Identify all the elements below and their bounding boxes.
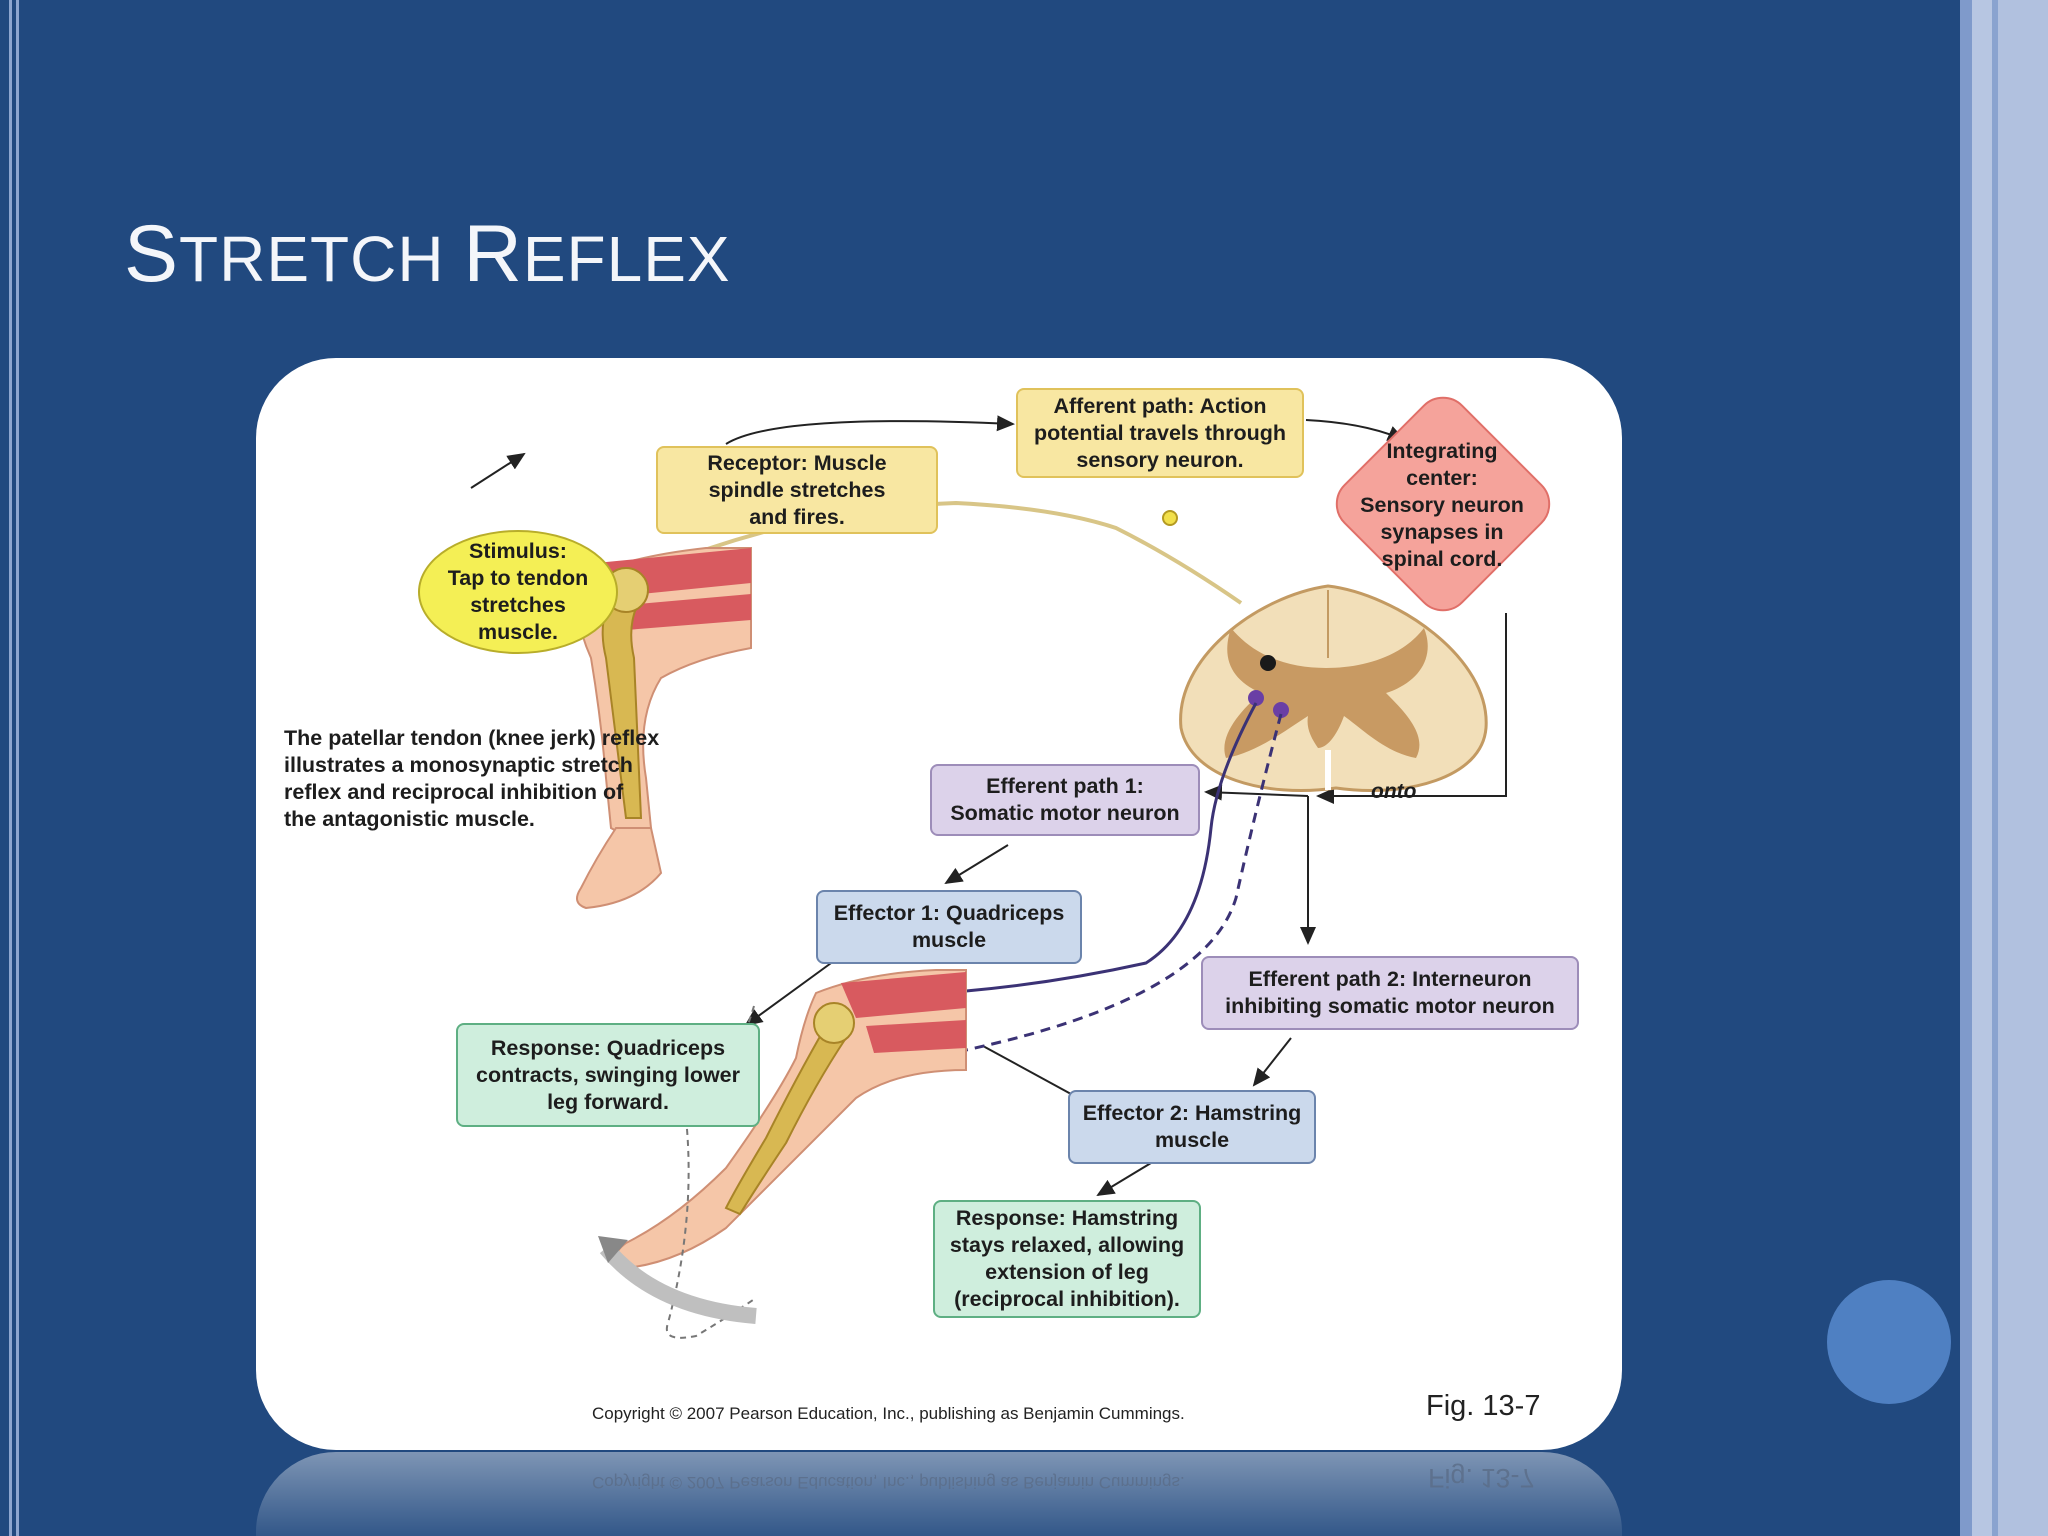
diagram-panel: Stimulus: Tap to tendon stretches muscle… <box>256 358 1622 1450</box>
swing-arrow <box>599 1242 757 1324</box>
effector-2-label: Effector 2: Hamstring muscle <box>1068 1090 1316 1164</box>
panel-reflection: Copyright © 2007 Pearson Education, Inc.… <box>256 1452 1622 1536</box>
left-border-line <box>16 0 19 1536</box>
effector-1-label: Effector 1: Quadriceps muscle <box>816 890 1082 964</box>
integrating-center-label: Integrating center: Sensory neuron synap… <box>1360 439 1524 571</box>
copyright-text: Copyright © 2007 Pearson Education, Inc.… <box>592 1404 1185 1423</box>
arrow <box>1316 613 1507 804</box>
arrow <box>944 844 1009 885</box>
arrow <box>1204 784 1309 801</box>
afferent-path-label: Afferent path: Action potential travels … <box>1016 388 1304 478</box>
efferent-path-1-label: Efferent path 1: Somatic motor neuron <box>930 764 1200 836</box>
hamstring-muscle-upper <box>616 594 751 630</box>
arrow <box>470 452 526 489</box>
reflected-figure-number: Fig. 13-7 <box>1428 1463 1535 1493</box>
action-potential-spark <box>1162 510 1178 526</box>
response-1-label: Response: Quadriceps contracts, swinging… <box>456 1023 760 1127</box>
decorative-circle <box>1827 1280 1951 1404</box>
arrow <box>1096 1162 1152 1197</box>
arrow <box>744 957 839 1027</box>
stimulus-label: Stimulus: Tap to tendon stretches muscle… <box>418 530 618 654</box>
arrow <box>725 415 1015 445</box>
efferent-path-2-label: Efferent path 2: Interneuron inhibiting … <box>1201 956 1579 1030</box>
response-2-label: Response: Hamstring stays relaxed, allow… <box>933 1200 1201 1318</box>
synapse <box>1260 655 1276 671</box>
quadriceps-muscle-lower <box>841 972 966 1018</box>
arrow <box>982 1045 1072 1095</box>
right-border-bar <box>1992 0 1998 1536</box>
knee-joint-lower <box>813 1002 855 1044</box>
interneuron-body <box>1273 702 1289 718</box>
right-border-bar <box>1960 0 1972 1536</box>
swing-arrow-head <box>598 1236 628 1263</box>
figure-caption: The patellar tendon (knee jerk) reflex i… <box>284 726 660 831</box>
right-border-bar <box>1972 0 1992 1536</box>
inhibited-motor-neuron-path <box>965 713 1283 1052</box>
arrow <box>1252 1037 1292 1087</box>
onto-label: onto <box>1371 780 1417 803</box>
tibia-bone-lower <box>724 1024 848 1216</box>
reflex-illustration <box>470 415 1507 1339</box>
right-border-bar <box>1998 0 2048 1536</box>
foot-upper <box>576 827 663 910</box>
slide-title: STRETCH REFLEX <box>124 209 731 299</box>
left-border-line <box>9 0 12 1536</box>
motor-neuron-path <box>965 702 1258 993</box>
figure-number: Fig. 13-7 <box>1426 1390 1541 1422</box>
reflected-copyright: Copyright © 2007 Pearson Education, Inc.… <box>592 1473 1185 1492</box>
receptor-label: Receptor: Muscle spindle stretches and f… <box>656 446 938 534</box>
hamstring-muscle-lower <box>866 1020 966 1053</box>
motor-neuron-body <box>1248 690 1264 706</box>
